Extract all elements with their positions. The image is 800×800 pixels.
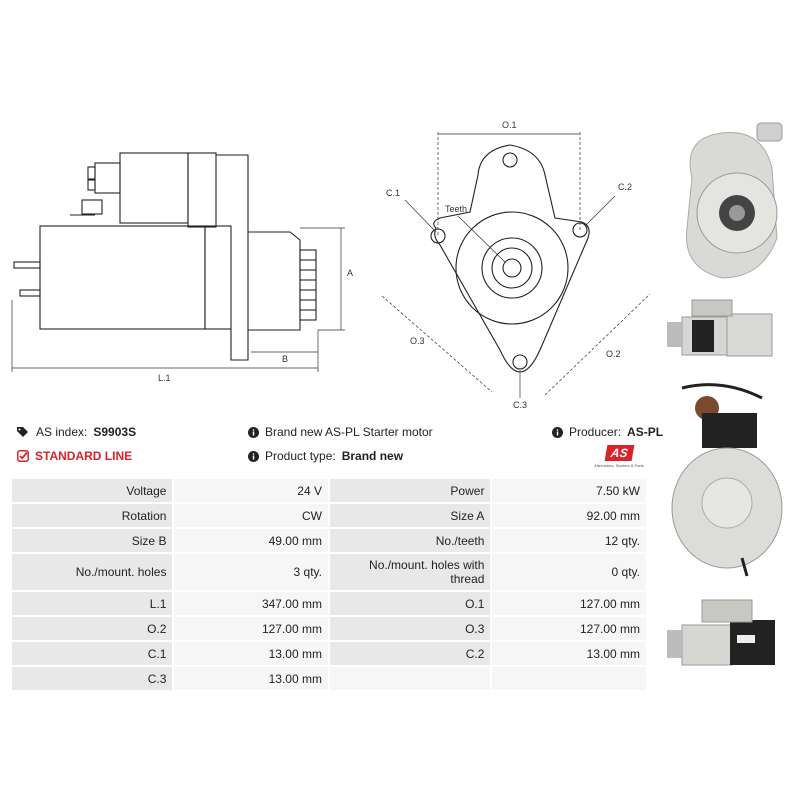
standard-line-label: STANDARD LINE <box>35 449 133 463</box>
description-text: Brand new AS-PL Starter motor <box>265 425 433 439</box>
as-index-row: AS index: S9903S <box>17 425 136 439</box>
spec-value: 3 qty. <box>174 554 328 590</box>
teeth-label: Teeth <box>445 204 467 214</box>
spec-value: 127.00 mm <box>492 592 646 615</box>
dim-c1-label: C.1 <box>386 188 400 198</box>
spec-label: L.1 <box>12 592 173 615</box>
tags-icon <box>17 427 28 437</box>
producer-label: Producer: <box>569 425 622 439</box>
as-index-value: S9903S <box>93 425 137 439</box>
spec-label: O.1 <box>329 592 491 615</box>
spec-label: No./mount. holes with thread <box>329 554 491 590</box>
dim-o3-label: O.3 <box>410 336 425 346</box>
product-type-value: Brand new <box>341 449 404 463</box>
product-type-label: Product type: <box>265 449 336 463</box>
as-index-label: AS index: <box>36 425 88 439</box>
description-row: Brand new AS-PL Starter motor <box>248 425 433 439</box>
info-icon <box>248 426 259 438</box>
hole-c3 <box>512 354 528 370</box>
spec-value: 127.00 mm <box>492 617 646 640</box>
product-photo-front <box>685 122 783 279</box>
dim-l1-label: L.1 <box>158 373 171 383</box>
side-view-drawing: A B L.1 <box>11 152 353 383</box>
spec-value: 347.00 mm <box>174 592 328 615</box>
dim-a-label: A <box>347 268 353 278</box>
spec-value: 13.00 mm <box>174 642 328 665</box>
spec-value: 127.00 mm <box>174 617 328 640</box>
spec-value: CW <box>174 504 328 527</box>
spec-label: C.1 <box>12 642 173 665</box>
spec-label: Power <box>329 479 491 502</box>
dim-c3-label: C.3 <box>513 400 527 410</box>
dim-o2-label: O.2 <box>606 349 621 359</box>
spec-label: O.3 <box>329 617 491 640</box>
spec-label: No./mount. holes <box>12 554 173 590</box>
spec-label: Voltage <box>12 479 173 502</box>
logo-tagline: Alternators, Starters & Parts <box>594 463 644 468</box>
standard-line-row: STANDARD LINE <box>17 449 132 463</box>
producer-row: Producer: AS-PL <box>552 425 663 439</box>
spec-label: O.2 <box>12 617 173 640</box>
spec-label: C.3 <box>12 667 173 690</box>
info-icon <box>552 426 563 438</box>
front-view-drawing: O.1 C.1 C.2 C.3 O.3 O.2 Teeth <box>381 120 651 410</box>
spec-label <box>329 667 491 690</box>
spec-label: Size B <box>12 529 173 552</box>
product-photo-rear <box>671 383 783 577</box>
spec-label: No./teeth <box>329 529 491 552</box>
checkbox-icon <box>17 450 29 462</box>
spec-label: C.2 <box>329 642 491 665</box>
dim-b-label: B <box>282 354 288 364</box>
spec-value <box>492 667 646 690</box>
spec-label: Rotation <box>12 504 173 527</box>
dim-c2-label: C.2 <box>618 182 632 192</box>
flange-outline <box>433 144 590 373</box>
spec-value: 0 qty. <box>492 554 646 590</box>
spec-value: 92.00 mm <box>492 504 646 527</box>
producer-value: AS-PL <box>627 425 664 439</box>
spec-label: Size A <box>329 504 491 527</box>
product-photo-side-top <box>667 299 773 357</box>
product-type-row: Product type: Brand new <box>248 449 403 463</box>
spec-value: 12 qty. <box>492 529 646 552</box>
dim-o1-label: O.1 <box>502 120 517 130</box>
spec-value: 13.00 mm <box>492 642 646 665</box>
spec-value: 24 V <box>174 479 328 502</box>
product-photo-side-bottom <box>667 599 775 666</box>
spec-value: 49.00 mm <box>174 529 328 552</box>
spec-value: 7.50 kW <box>492 479 646 502</box>
hole-c1 <box>430 228 446 244</box>
as-pl-logo: AS Alternators, Starters & Parts <box>588 444 650 468</box>
spec-value: 13.00 mm <box>174 667 328 690</box>
info-icon <box>248 450 259 462</box>
logo-mark: AS <box>604 445 634 461</box>
